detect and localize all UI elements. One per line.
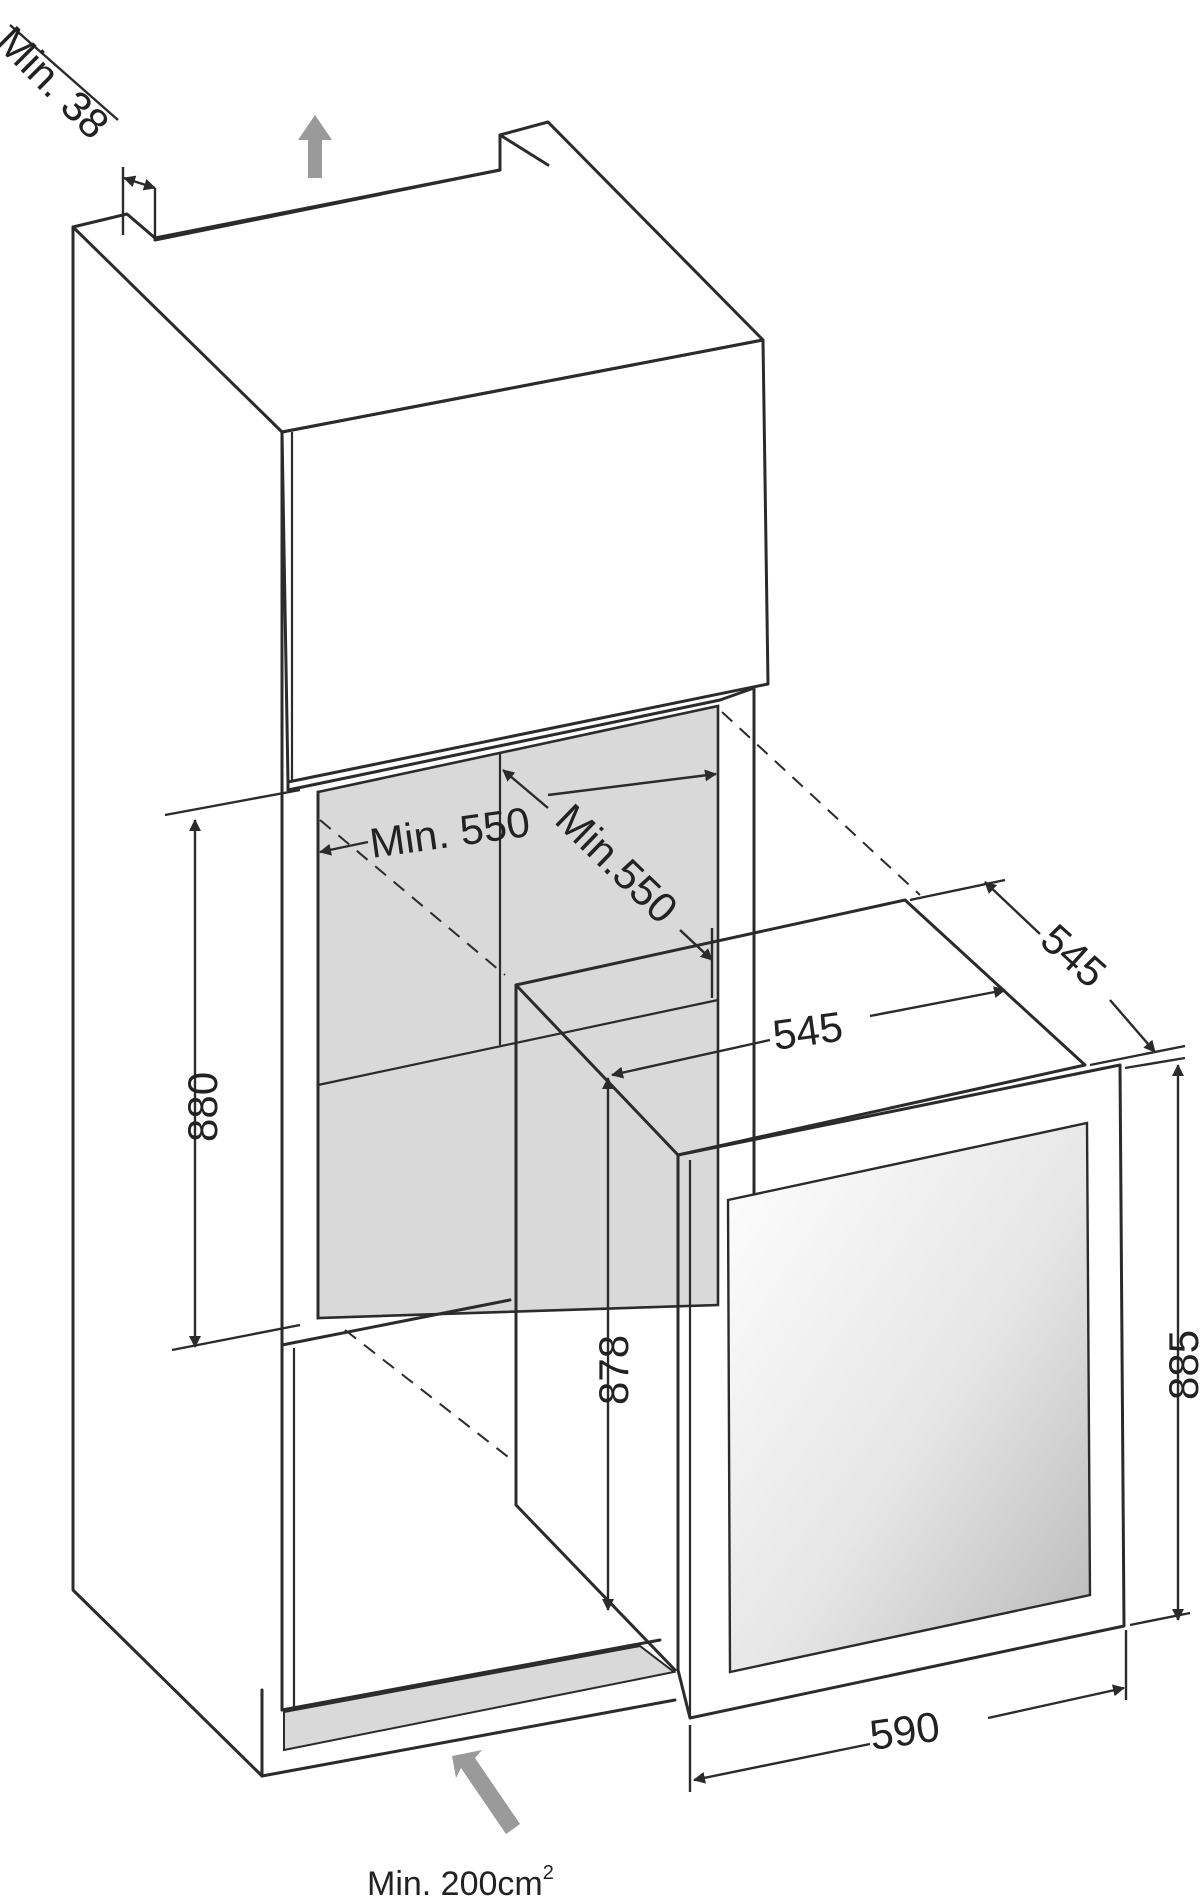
door-width-label: 590 (867, 1703, 943, 1759)
ventilation-label: Min. 200cm2 (367, 1862, 554, 1903)
cabinet (71, 120, 770, 1778)
guide-lines (319, 711, 921, 1461)
door-glass (726, 1121, 1092, 1674)
arrow-up-icon (298, 115, 332, 178)
dimension-lines (9, 24, 1191, 1792)
unit-depth-top-label: 545 (770, 1003, 846, 1059)
appliance (514, 898, 1126, 1720)
ventilation-arrows (298, 115, 520, 1834)
floor-vent-strip (283, 1644, 677, 1752)
ventilation-superscript: 2 (543, 1862, 554, 1884)
unit-depth-side-label: 545 (1032, 915, 1116, 997)
unit-height-label: 878 (590, 1335, 637, 1405)
arrow-diagonal-icon (452, 1750, 520, 1834)
ventilation-text: Min. 200cm (367, 1865, 543, 1903)
door-height-label: 885 (1160, 1330, 1200, 1400)
niche-height-label: 880 (179, 1072, 226, 1142)
min-top-label: Min. 38 (0, 17, 118, 148)
